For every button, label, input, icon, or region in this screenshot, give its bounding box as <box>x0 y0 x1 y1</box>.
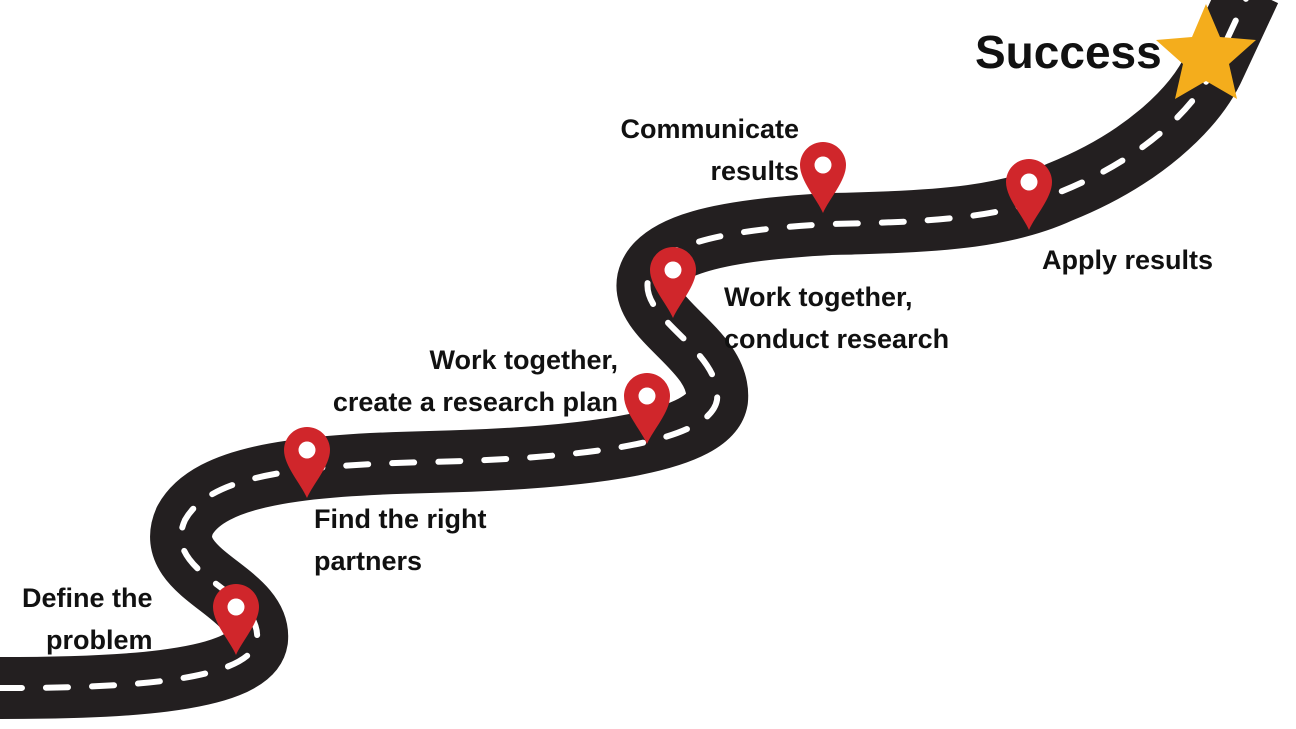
map-pin-icon <box>284 427 330 498</box>
step-label-apply-results: Apply results <box>1042 245 1214 275</box>
map-pin-icon <box>1006 159 1052 230</box>
star-icon <box>1156 4 1256 99</box>
step-label-find-partners: Find the right partners <box>314 504 487 576</box>
map-pin-icon <box>650 247 696 318</box>
map-pin-icon <box>213 584 259 655</box>
step-label-communicate-results: Communicate results <box>620 114 799 186</box>
road-surface <box>0 0 1279 719</box>
step-label-create-plan: Work together, create a research plan <box>332 345 618 417</box>
success-label: Success <box>975 26 1162 78</box>
step-label-conduct-research: Work together, conduct research <box>724 282 950 354</box>
map-pin-icon <box>800 142 846 213</box>
map-pin-icon <box>624 373 670 444</box>
step-label-define-problem: Define the problem <box>22 583 153 655</box>
